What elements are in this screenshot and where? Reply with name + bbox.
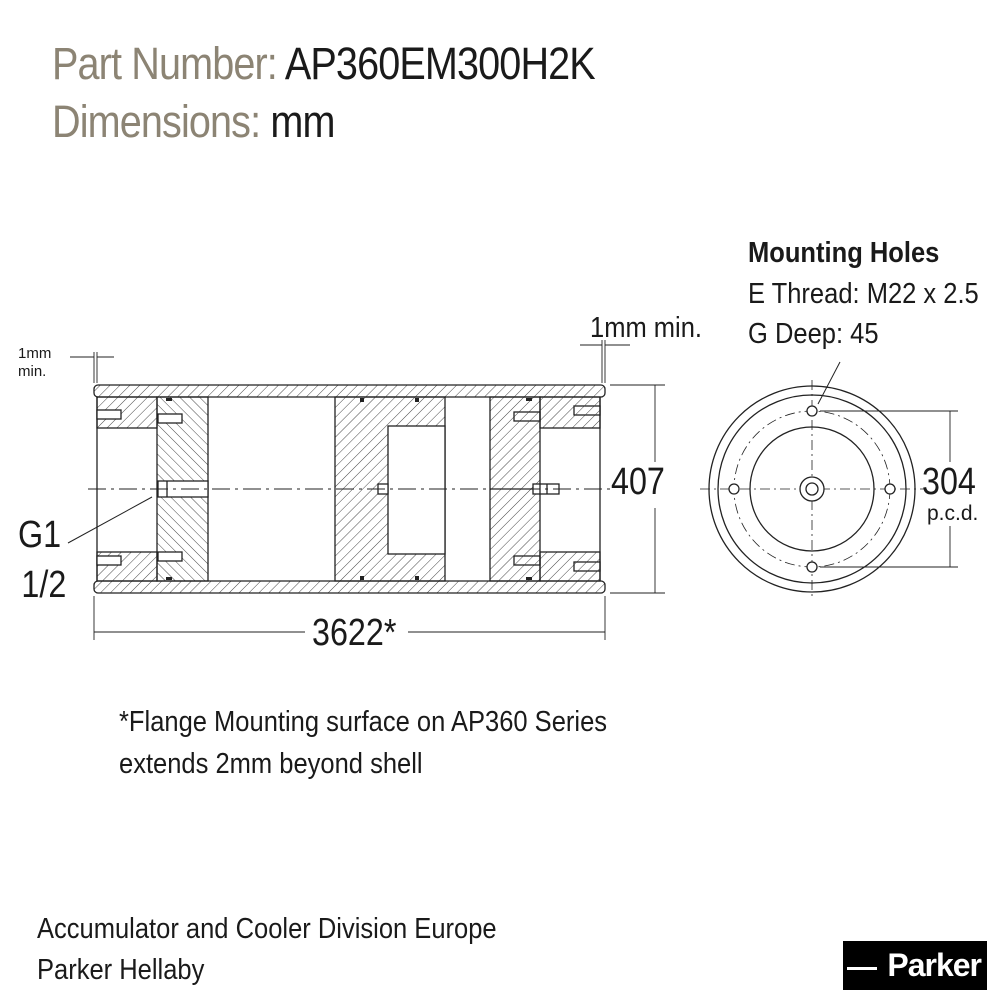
side-section-view [67, 340, 665, 640]
shell-top [93, 384, 606, 398]
shell-bottom [93, 580, 606, 594]
part-number-value: AP360EM300H2K [284, 38, 596, 89]
left-clearance-min: min. [18, 363, 47, 380]
pcd-label: p.c.d. [927, 502, 979, 525]
end-view [700, 361, 958, 598]
dimensions-label: Dimensions: [52, 96, 261, 147]
port-label-size: 1/2 [21, 564, 67, 606]
pcd-value: 304 [922, 461, 976, 503]
parker-logo: Parker [843, 941, 987, 990]
left-clearance-label: 1mm min. [18, 345, 51, 381]
diameter-dimension: 407 [611, 461, 665, 503]
dimensions-value: mm [270, 96, 335, 147]
part-number: Part Number: AP360EM300H2K [52, 38, 596, 90]
mounting-hole-marks [728, 405, 896, 573]
footer-site: Parker Hellaby [37, 954, 205, 986]
mounting-holes-title: Mounting Holes [748, 237, 940, 269]
parker-logo-text: Parker [887, 947, 982, 983]
left-clearance-value: 1mm [18, 345, 52, 362]
flange-note-line-1: *Flange Mounting surface on AP360 Series [119, 706, 608, 738]
right-end-cap-bottom [539, 551, 601, 582]
footer-division: Accumulator and Cooler Division Europe [37, 913, 497, 945]
length-dimension: 3622* [312, 612, 397, 654]
right-end-cap-top [539, 396, 601, 429]
mounting-holes-depth: G Deep: 45 [748, 318, 879, 350]
part-number-label: Part Number: [52, 38, 278, 89]
dimensions-unit: Dimensions: mm [52, 96, 335, 148]
right-clearance-label: 1mm min. [590, 312, 703, 344]
mounting-holes-thread: E Thread: M22 x 2.5 [748, 278, 979, 310]
flange-note-line-2: extends 2mm beyond shell [119, 748, 423, 780]
port-label: G1 1/2 [18, 510, 66, 610]
port-label-thread: G1 [18, 514, 62, 556]
